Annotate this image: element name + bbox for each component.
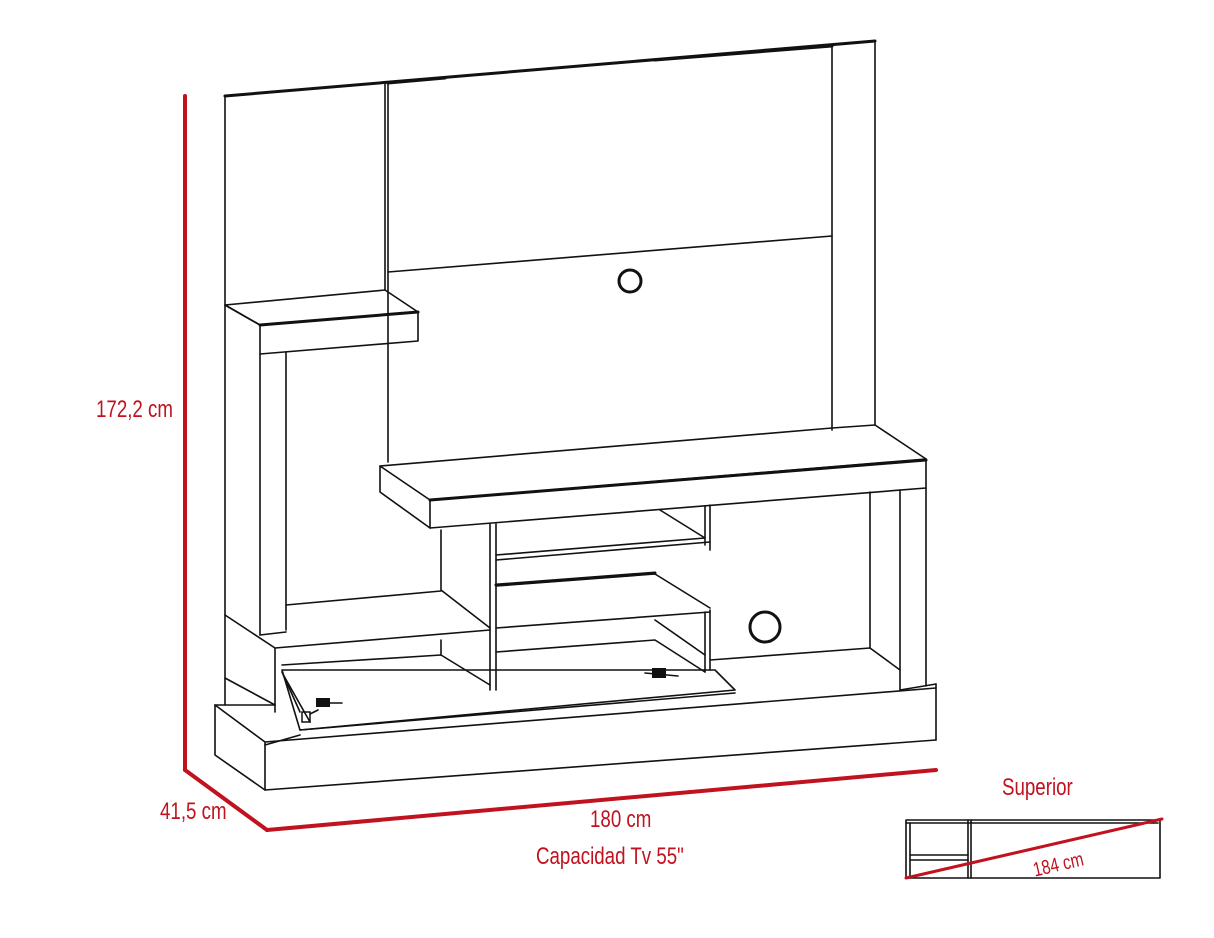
dimension-lines — [183, 94, 938, 832]
top-view-title: Superior — [1002, 774, 1073, 801]
depth-dimension-line — [183, 768, 269, 832]
cable-hole-lower — [748, 610, 782, 644]
capacity-label: Capacidad Tv 55" — [536, 843, 684, 870]
upper-left-shelf — [224, 289, 420, 355]
hinge-right-icon — [644, 668, 679, 678]
hinge-left-icon — [301, 698, 343, 723]
left-post — [259, 351, 287, 636]
back-panel — [223, 39, 877, 616]
middle-compartments — [440, 504, 711, 691]
diagonal-dimension-line — [904, 817, 1164, 880]
cable-hole-upper — [617, 268, 643, 294]
lower-left-deck — [224, 590, 871, 706]
top-view — [904, 817, 1164, 880]
drop-door — [281, 669, 736, 731]
height-label: 172,2 cm — [96, 396, 174, 423]
right-side-panel — [869, 487, 927, 691]
base-plinth — [214, 683, 937, 791]
width-label: 180 cm — [590, 806, 652, 833]
main-tv-shelf — [379, 424, 928, 529]
depth-label: 41,5 cm — [160, 798, 227, 825]
width-dimension-line — [265, 768, 938, 832]
